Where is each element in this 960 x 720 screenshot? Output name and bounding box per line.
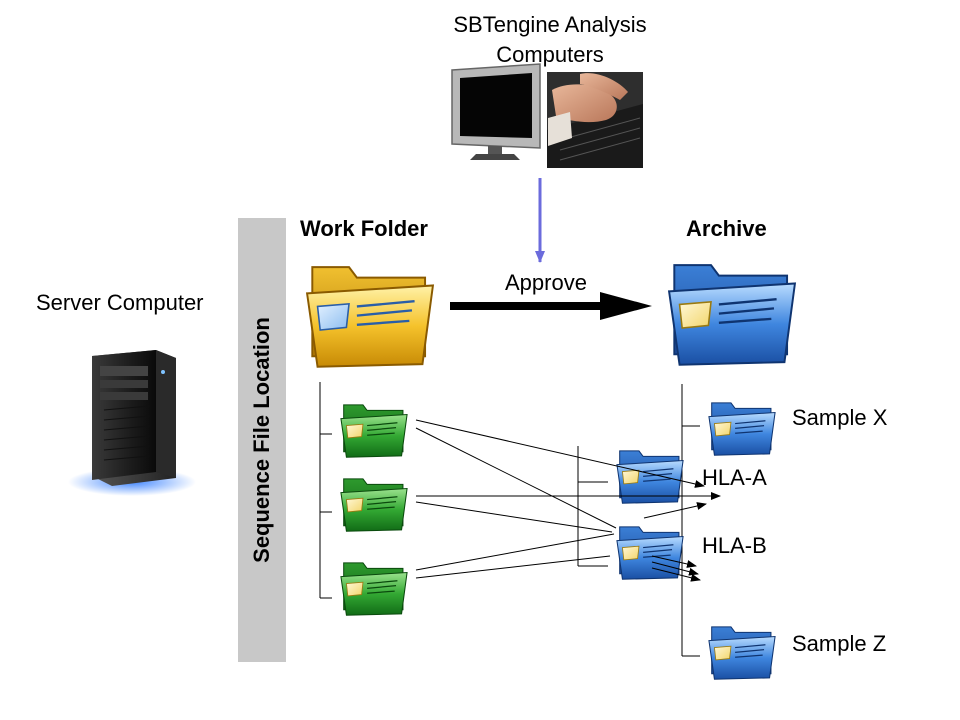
keyboard-hands-icon <box>547 72 643 168</box>
sample-z-label: Sample Z <box>792 631 887 656</box>
title-line-1: SBTengine Analysis <box>453 12 647 37</box>
server-tower-icon <box>68 350 196 496</box>
analysis-computers-title: SBTengine Analysis Computers <box>400 10 700 70</box>
title-line-2: Computers <box>496 42 604 67</box>
archive-tree-lines <box>577 384 700 657</box>
hla-a-folder-icon <box>616 450 684 504</box>
file-routing-arrows <box>415 419 721 582</box>
sequence-file-location-bar <box>238 218 286 662</box>
sample-z-folder-icon <box>708 626 776 680</box>
work-folder-icon <box>305 265 435 368</box>
hla-b-folder-icon <box>616 526 684 580</box>
server-computer-label: Server Computer <box>36 290 204 315</box>
sample-x-label: Sample X <box>792 405 888 430</box>
sequence-file-1-icon <box>340 404 408 458</box>
sample-x-folder-icon <box>708 402 776 456</box>
archive-label: Archive <box>686 216 767 241</box>
approve-label: Approve <box>505 270 587 295</box>
approve-arrow <box>450 292 652 320</box>
sequence-file-3-icon <box>340 562 408 616</box>
sequence-file-2-icon <box>340 478 408 532</box>
monitor-icon <box>451 63 541 160</box>
work-folder-label: Work Folder <box>300 216 428 241</box>
work-tree-lines <box>319 382 332 599</box>
hla-a-label: HLA-A <box>702 465 767 490</box>
archive-folder-icon <box>667 263 797 366</box>
hla-b-label: HLA-B <box>702 533 767 558</box>
